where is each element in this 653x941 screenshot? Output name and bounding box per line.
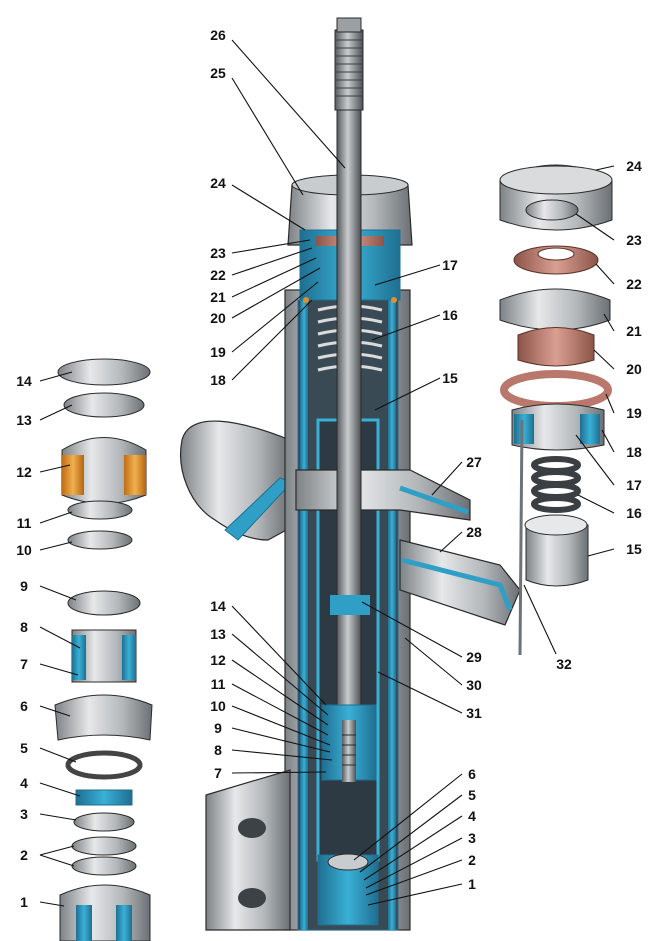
- rod-guide: [330, 595, 370, 615]
- callout-main-31: 31: [466, 705, 482, 721]
- mounting-bracket: [205, 769, 291, 931]
- left-part-5: [65, 750, 143, 780]
- callout-main-23: 23: [210, 245, 226, 261]
- callout-left-stack-7: 7: [20, 656, 28, 672]
- callout-left-stack-8: 8: [20, 619, 28, 635]
- callout-main-30: 30: [466, 677, 482, 693]
- callout-main-29: 29: [466, 649, 482, 665]
- callout-right-stack-15: 15: [626, 541, 642, 557]
- left-part-14: [57, 358, 151, 386]
- callout-right-stack-20: 20: [626, 361, 642, 377]
- callout-main-8: 8: [214, 742, 222, 758]
- left-part-9: [67, 590, 141, 616]
- piston-rod: [336, 29, 362, 721]
- callout-main-10: 10: [210, 698, 226, 714]
- callout-left-stack-3: 3: [20, 806, 28, 822]
- callout-right-stack-19: 19: [626, 405, 642, 421]
- callout-main-1: 1: [468, 876, 476, 892]
- callout-main-9: 9: [214, 720, 222, 736]
- callout-main-28: 28: [466, 524, 482, 540]
- callout-left-stack-9: 9: [20, 578, 28, 594]
- callout-main-21: 21: [210, 289, 226, 305]
- right-exploded-parts: [499, 164, 613, 656]
- callout-main-12: 12: [210, 652, 226, 668]
- rod-thread: [334, 29, 364, 111]
- callout-left-stack-2: 2: [20, 847, 28, 863]
- callout-main-18: 18: [210, 372, 226, 388]
- callout-left-stack-5: 5: [20, 740, 28, 756]
- callout-right-stack-23: 23: [626, 232, 642, 248]
- callout-main-15: 15: [442, 370, 458, 386]
- callout-right-stack-17: 17: [626, 477, 642, 493]
- callout-left-stack-14: 14: [16, 373, 32, 389]
- right-part-16: [531, 456, 581, 513]
- left-part-2b: [71, 856, 137, 876]
- callout-left-stack-1: 1: [20, 894, 28, 910]
- right-part-32: [518, 419, 524, 656]
- callout-main-24: 24: [210, 175, 226, 191]
- callout-main-20: 20: [210, 310, 226, 326]
- left-part-13: [63, 392, 145, 418]
- right-part-21: [499, 288, 611, 331]
- right-part-20: [517, 327, 595, 367]
- callouts-main: 2625242322212019181716152728293031141312…: [210, 27, 482, 892]
- callout-left-stack-13: 13: [16, 412, 32, 428]
- callout-main-27: 27: [466, 454, 482, 470]
- bracket-hole-upper: [238, 818, 266, 838]
- right-part-19: [500, 370, 612, 410]
- callout-main-26: 26: [210, 27, 226, 43]
- callout-main-25: 25: [210, 65, 226, 81]
- left-part-2a: [71, 836, 137, 856]
- callout-left-stack-11: 11: [17, 515, 32, 531]
- callout-right-stack-16: 16: [626, 505, 642, 521]
- callout-left-stack-4: 4: [20, 775, 28, 791]
- callout-right-stack-32: 32: [556, 656, 572, 672]
- left-part-4: [75, 789, 133, 806]
- callout-right-stack-22: 22: [626, 276, 642, 292]
- callout-main-4: 4: [468, 808, 476, 824]
- callout-right-stack-24: 24: [626, 158, 642, 174]
- callout-left-stack-10: 10: [16, 542, 32, 558]
- callout-main-19: 19: [210, 344, 226, 360]
- leader-lines: [39, 39, 615, 907]
- bracket-hole-lower: [238, 888, 266, 908]
- left-part-1: [59, 884, 151, 941]
- callout-main-22: 22: [210, 267, 226, 283]
- callouts-left-stack: 14 13 12 11 10 9 8 7 6 5 4 3 2 1: [16, 373, 32, 910]
- steering-arm: [399, 539, 521, 626]
- callout-main-5: 5: [468, 787, 476, 803]
- strut-assembly: [180, 17, 521, 931]
- callout-main-7: 7: [214, 765, 222, 781]
- callout-main-13: 13: [210, 626, 226, 642]
- callout-main-3: 3: [468, 830, 476, 846]
- callout-main-16: 16: [442, 307, 458, 323]
- callout-right-stack-21: 21: [626, 323, 642, 339]
- left-part-6: [54, 694, 153, 741]
- callout-left-stack-12: 12: [16, 464, 32, 480]
- left-part-3: [73, 812, 135, 832]
- right-part-23: [525, 199, 579, 221]
- left-part-10: [67, 530, 133, 550]
- callouts-right-stack: 24 23 22 21 20 19 18 17 16 15 32: [556, 158, 642, 672]
- callout-main-14: 14: [210, 598, 226, 614]
- callout-right-stack-18: 18: [626, 444, 642, 460]
- callout-main-11: 11: [211, 676, 226, 692]
- callout-left-stack-6: 6: [20, 698, 28, 714]
- left-part-11: [67, 500, 133, 520]
- callout-main-17: 17: [442, 257, 458, 273]
- callout-main-6: 6: [468, 766, 476, 782]
- callout-main-2: 2: [468, 852, 476, 868]
- left-exploded-parts: [54, 358, 153, 941]
